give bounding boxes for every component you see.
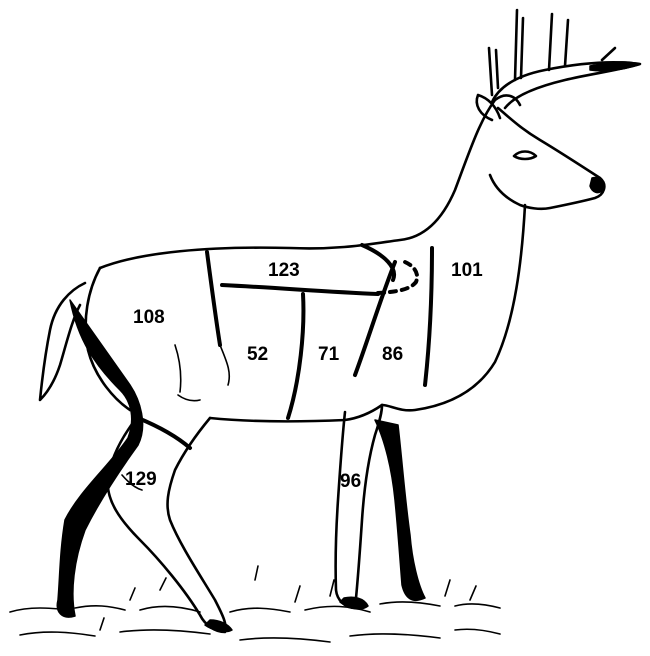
grass — [10, 566, 500, 642]
label-shoulder: 86 — [382, 344, 403, 365]
cut-line-rump-lower — [220, 345, 229, 385]
label-fore-leg: 96 — [340, 471, 361, 492]
label-belly: 71 — [318, 344, 340, 365]
label-rump: 108 — [133, 307, 165, 328]
cut-line-rump — [207, 252, 220, 345]
head-outline — [490, 108, 604, 209]
antler-tine-2b — [521, 18, 523, 78]
body-texture — [175, 345, 181, 392]
belly-line — [210, 405, 382, 421]
label-neck: 101 — [451, 260, 483, 281]
antler-tine-1 — [489, 48, 492, 95]
antler-tine-5 — [602, 48, 615, 60]
antler-tine-1b — [496, 50, 498, 88]
far-fore-leg — [375, 420, 425, 600]
cut-line-loin — [222, 285, 378, 294]
body-outline — [100, 95, 520, 268]
label-hind-leg: 129 — [125, 469, 157, 490]
hind-hoof-icon — [205, 620, 232, 632]
cut-line-flank — [288, 294, 303, 418]
far-hind-leg — [57, 300, 142, 617]
fore-leg-outline — [336, 405, 382, 608]
tail — [40, 283, 85, 400]
body-texture-2 — [178, 395, 200, 401]
nose-icon — [590, 178, 604, 193]
antler-tine-2 — [515, 10, 517, 80]
eye-icon — [514, 152, 536, 160]
cut-line-hind-leg — [138, 418, 190, 448]
cut-line-neck — [425, 248, 432, 385]
antler-tine-4 — [565, 20, 568, 66]
neck-front — [382, 205, 525, 410]
label-flank: 52 — [247, 344, 268, 365]
antler-tine-3 — [549, 14, 552, 70]
label-loin: 123 — [268, 260, 300, 281]
